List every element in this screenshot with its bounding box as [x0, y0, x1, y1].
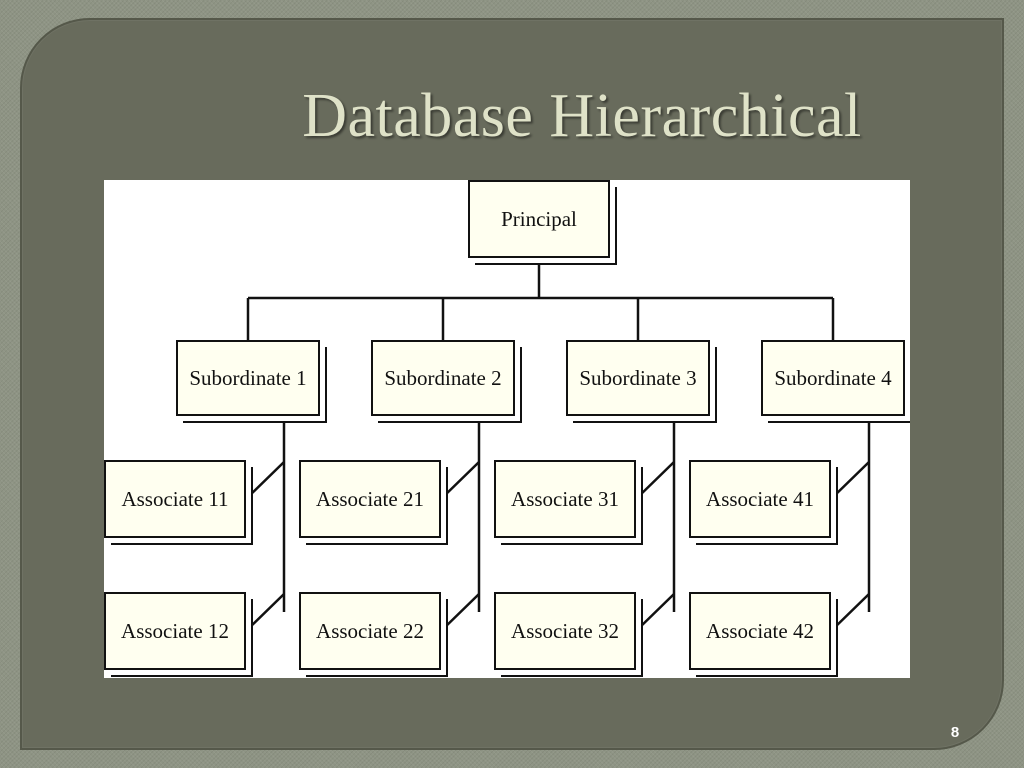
- associate-branch-line: [245, 461, 285, 500]
- associate-branch-line: [440, 461, 480, 500]
- connector-lines: [245, 258, 871, 632]
- associate-node: Associate 31: [494, 460, 636, 538]
- subordinate-node: Subordinate 2: [371, 340, 515, 416]
- hierarchy-diagram: Subordinate 1 Associate 11 Associate 12 Sub…: [104, 180, 910, 678]
- associate-branch-line: [830, 461, 870, 500]
- associate-node: Associate 22: [299, 592, 441, 670]
- associate-node: Associate 12: [104, 592, 246, 670]
- associate-node: Associate 32: [494, 592, 636, 670]
- associate-branch-line: [245, 593, 285, 632]
- associate-node: Associate 21: [299, 460, 441, 538]
- subordinate-node: Subordinate 3: [566, 340, 710, 416]
- associate-branch-line: [440, 593, 480, 632]
- associate-node: Associate 11: [104, 460, 246, 538]
- associate-node: Associate 41: [689, 460, 831, 538]
- associate-branch-line: [830, 593, 870, 632]
- associate-branch-line: [635, 593, 675, 632]
- associate-branch-line: [635, 461, 675, 500]
- subordinate-node: Subordinate 1: [176, 340, 320, 416]
- slide-title: Database Hierarchical: [302, 82, 862, 150]
- subordinate-node: Subordinate 4: [761, 340, 905, 416]
- page-number: 8: [950, 724, 960, 741]
- associate-node: Associate 42: [689, 592, 831, 670]
- root-node: Principal: [468, 180, 610, 258]
